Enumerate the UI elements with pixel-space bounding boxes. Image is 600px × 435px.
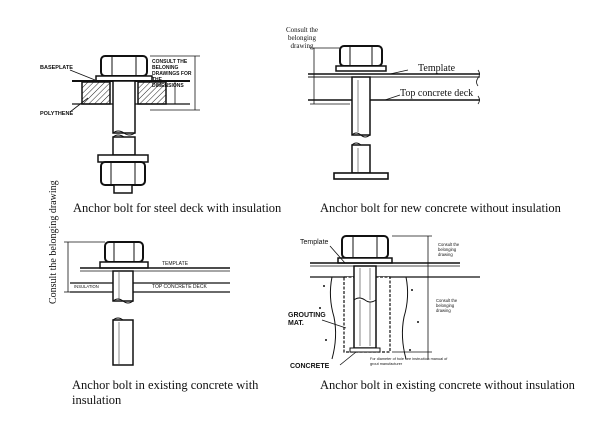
caption-existing-insulation-text: Anchor bolt in existing concrete with in… (72, 378, 259, 407)
panel-steel-deck: BASEPLATE POLYTHENE CONSULT THE BELONING… (0, 0, 300, 220)
panel-existing-no-insulation: Template Consult the belonging drawing C… (288, 220, 600, 435)
label-concrete: CONCRETE (290, 363, 330, 370)
label-consult-top: Consult the belonging drawing (438, 242, 460, 257)
caption-existing-no-insulation: Anchor bolt in existing concrete without… (320, 378, 575, 392)
panel-new-concrete: Consult the belonging drawing Template T… (286, 0, 600, 220)
label-consult-mid: Consult the belonging drawing (436, 298, 458, 313)
label-template: Template (418, 63, 456, 74)
label-top-concrete-deck: Top concrete deck (400, 88, 474, 99)
existing-insulation-drawing (64, 241, 230, 366)
label-grouting-mat: GROUTING MAT. (288, 312, 326, 327)
label-insulation: INSULATION (74, 284, 99, 289)
label-consult-dimensions: CONSULT THE BELONING DRAWINGS FOR THE DI… (152, 59, 192, 89)
label-consult-drawing-vertical: Consult the belonging drawing (48, 180, 59, 304)
caption-steel-deck: Anchor bolt for steel deck with insulati… (73, 201, 282, 215)
label-template-small: Template (300, 239, 329, 246)
new-concrete-drawing (308, 45, 480, 180)
label-template-caps: TEMPLATE (162, 261, 189, 267)
label-polythene: POLYTHENE (40, 111, 74, 117)
panel-existing-insulation: Consult the belonging drawing TEMPLATE I… (0, 180, 300, 435)
existing-no-insulation-drawing (310, 235, 480, 366)
steel-deck-drawing (69, 55, 200, 194)
label-top-concrete-deck-caps: TOP CONCRETE DECK (152, 284, 207, 290)
caption-existing-insulation: Anchor bolt in existing concrete with in… (72, 378, 282, 408)
label-consult-drawing: Consult the belonging drawing (285, 26, 319, 50)
caption-new-concrete: Anchor bolt for new concrete without ins… (320, 201, 561, 215)
label-baseplate: BASEPLATE (40, 65, 73, 71)
label-hole-note: For diameter of hole see instruction man… (370, 357, 448, 366)
